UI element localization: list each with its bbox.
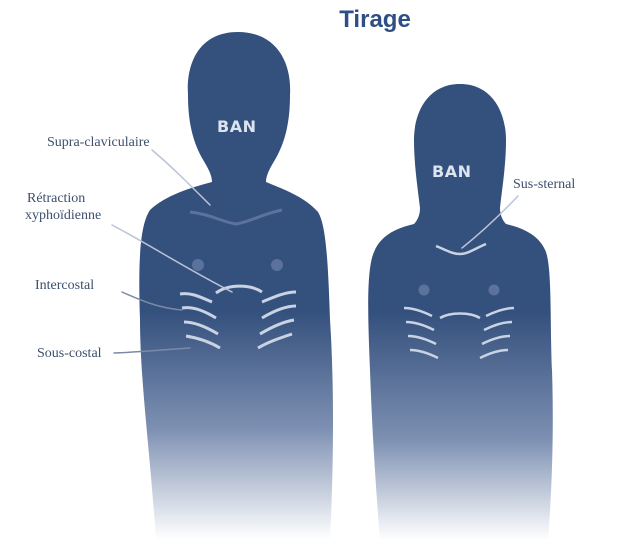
right-child-silhouette — [368, 84, 553, 540]
label-supra-claviculaire: Supra-claviculaire — [47, 134, 150, 151]
label-sus-sternal: Sus-sternal — [513, 176, 575, 193]
left-nipple-right — [271, 259, 283, 271]
right-badge: BAN — [432, 162, 471, 181]
right-nipple-left — [419, 285, 430, 296]
left-child-silhouette — [139, 32, 333, 540]
label-intercostal: Intercostal — [35, 277, 94, 294]
diagram-title: Tirage — [300, 6, 450, 34]
right-nipple-right — [489, 285, 500, 296]
left-nipple-left — [192, 259, 204, 271]
label-retraction-line1: Rétraction — [27, 190, 85, 207]
label-sous-costal: Sous-costal — [37, 345, 102, 362]
label-retraction-line2: xyphoïdienne — [25, 207, 101, 224]
left-badge: BAN — [217, 117, 256, 136]
